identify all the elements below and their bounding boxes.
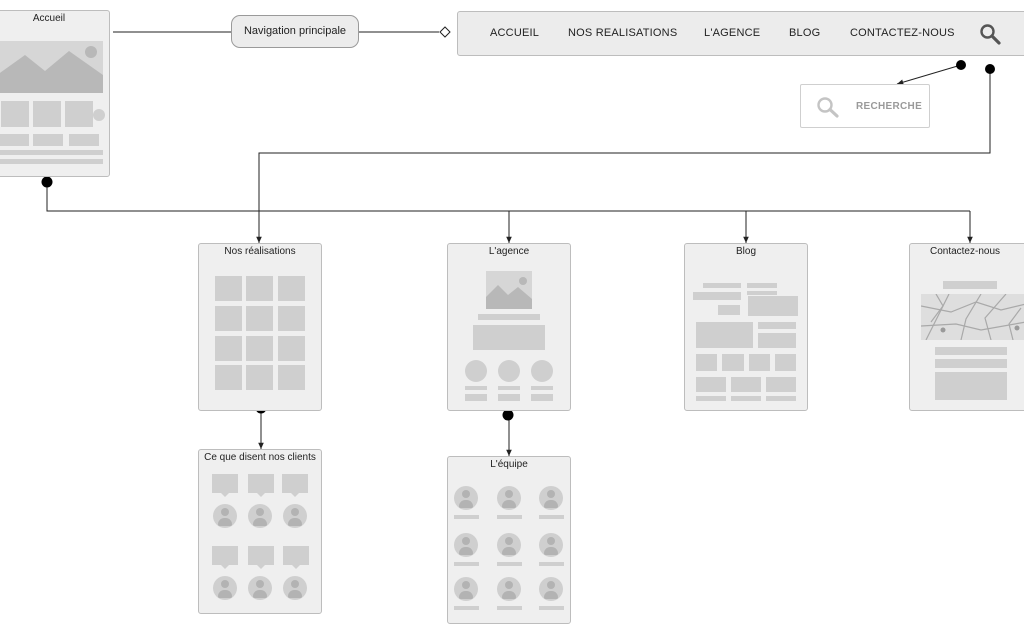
card-title: Nos réalisations (224, 246, 296, 257)
search-icon (817, 97, 839, 118)
avatar (283, 576, 307, 600)
map-placeholder (921, 294, 1024, 340)
nav-item-contact: CONTACTEZ-NOUS (850, 27, 955, 39)
page-card-equipe: L'équipe (447, 456, 571, 624)
avatar (454, 533, 478, 557)
page-card-clients: Ce que disent nos clients (198, 449, 322, 614)
search-box-mock: RECHERCHE (800, 84, 930, 128)
page-card-contact: Contactez-nous (909, 243, 1024, 411)
nav-item-agence: L'AGENCE (704, 27, 761, 39)
page-card-realisations: Nos réalisations (198, 243, 322, 411)
avatar (539, 577, 563, 601)
card-title: L'agence (488, 246, 530, 257)
image-placeholder (0, 41, 103, 93)
page-card-agence: L'agence (447, 243, 571, 411)
card-title: L'équipe (490, 459, 528, 470)
connector-dot (502, 409, 514, 421)
connector-dot (956, 60, 966, 70)
search-label: RECHERCHE (856, 101, 923, 112)
avatar (213, 504, 237, 528)
connector-search (896, 64, 962, 85)
connector-navbar-pages (256, 69, 991, 243)
avatar (539, 533, 563, 557)
avatar (497, 577, 521, 601)
avatar (454, 486, 478, 510)
avatar (283, 504, 307, 528)
nav-item-blog: BLOG (789, 27, 821, 39)
navbar-mock: ACCUEIL NOS REALISATIONS L'AGENCE BLOG C… (457, 11, 1024, 56)
connector-dot (985, 64, 995, 74)
card-title: Ce que disent nos clients (204, 452, 316, 463)
avatar (248, 504, 272, 528)
page-card-accueil: Accueil (0, 10, 110, 177)
avatar (454, 577, 478, 601)
avatar (213, 576, 237, 600)
card-title: Accueil (32, 13, 66, 24)
diamond-marker (439, 26, 451, 38)
nav-item-accueil: ACCUEIL (490, 27, 540, 39)
avatar (248, 576, 272, 600)
avatar (497, 486, 521, 510)
page-card-blog: Blog (684, 243, 808, 411)
search-icon (980, 24, 1001, 45)
card-title: Blog (735, 246, 756, 257)
avatar (539, 486, 563, 510)
image-placeholder (486, 271, 532, 309)
card-title: Contactez-nous (929, 246, 1001, 257)
nav-item-realisations: NOS REALISATIONS (568, 27, 678, 39)
avatar (497, 533, 521, 557)
connector-dot (41, 176, 53, 188)
hub-navigation-principale: Navigation principale (231, 15, 359, 48)
connector-accueil-trunk (46, 182, 970, 212)
